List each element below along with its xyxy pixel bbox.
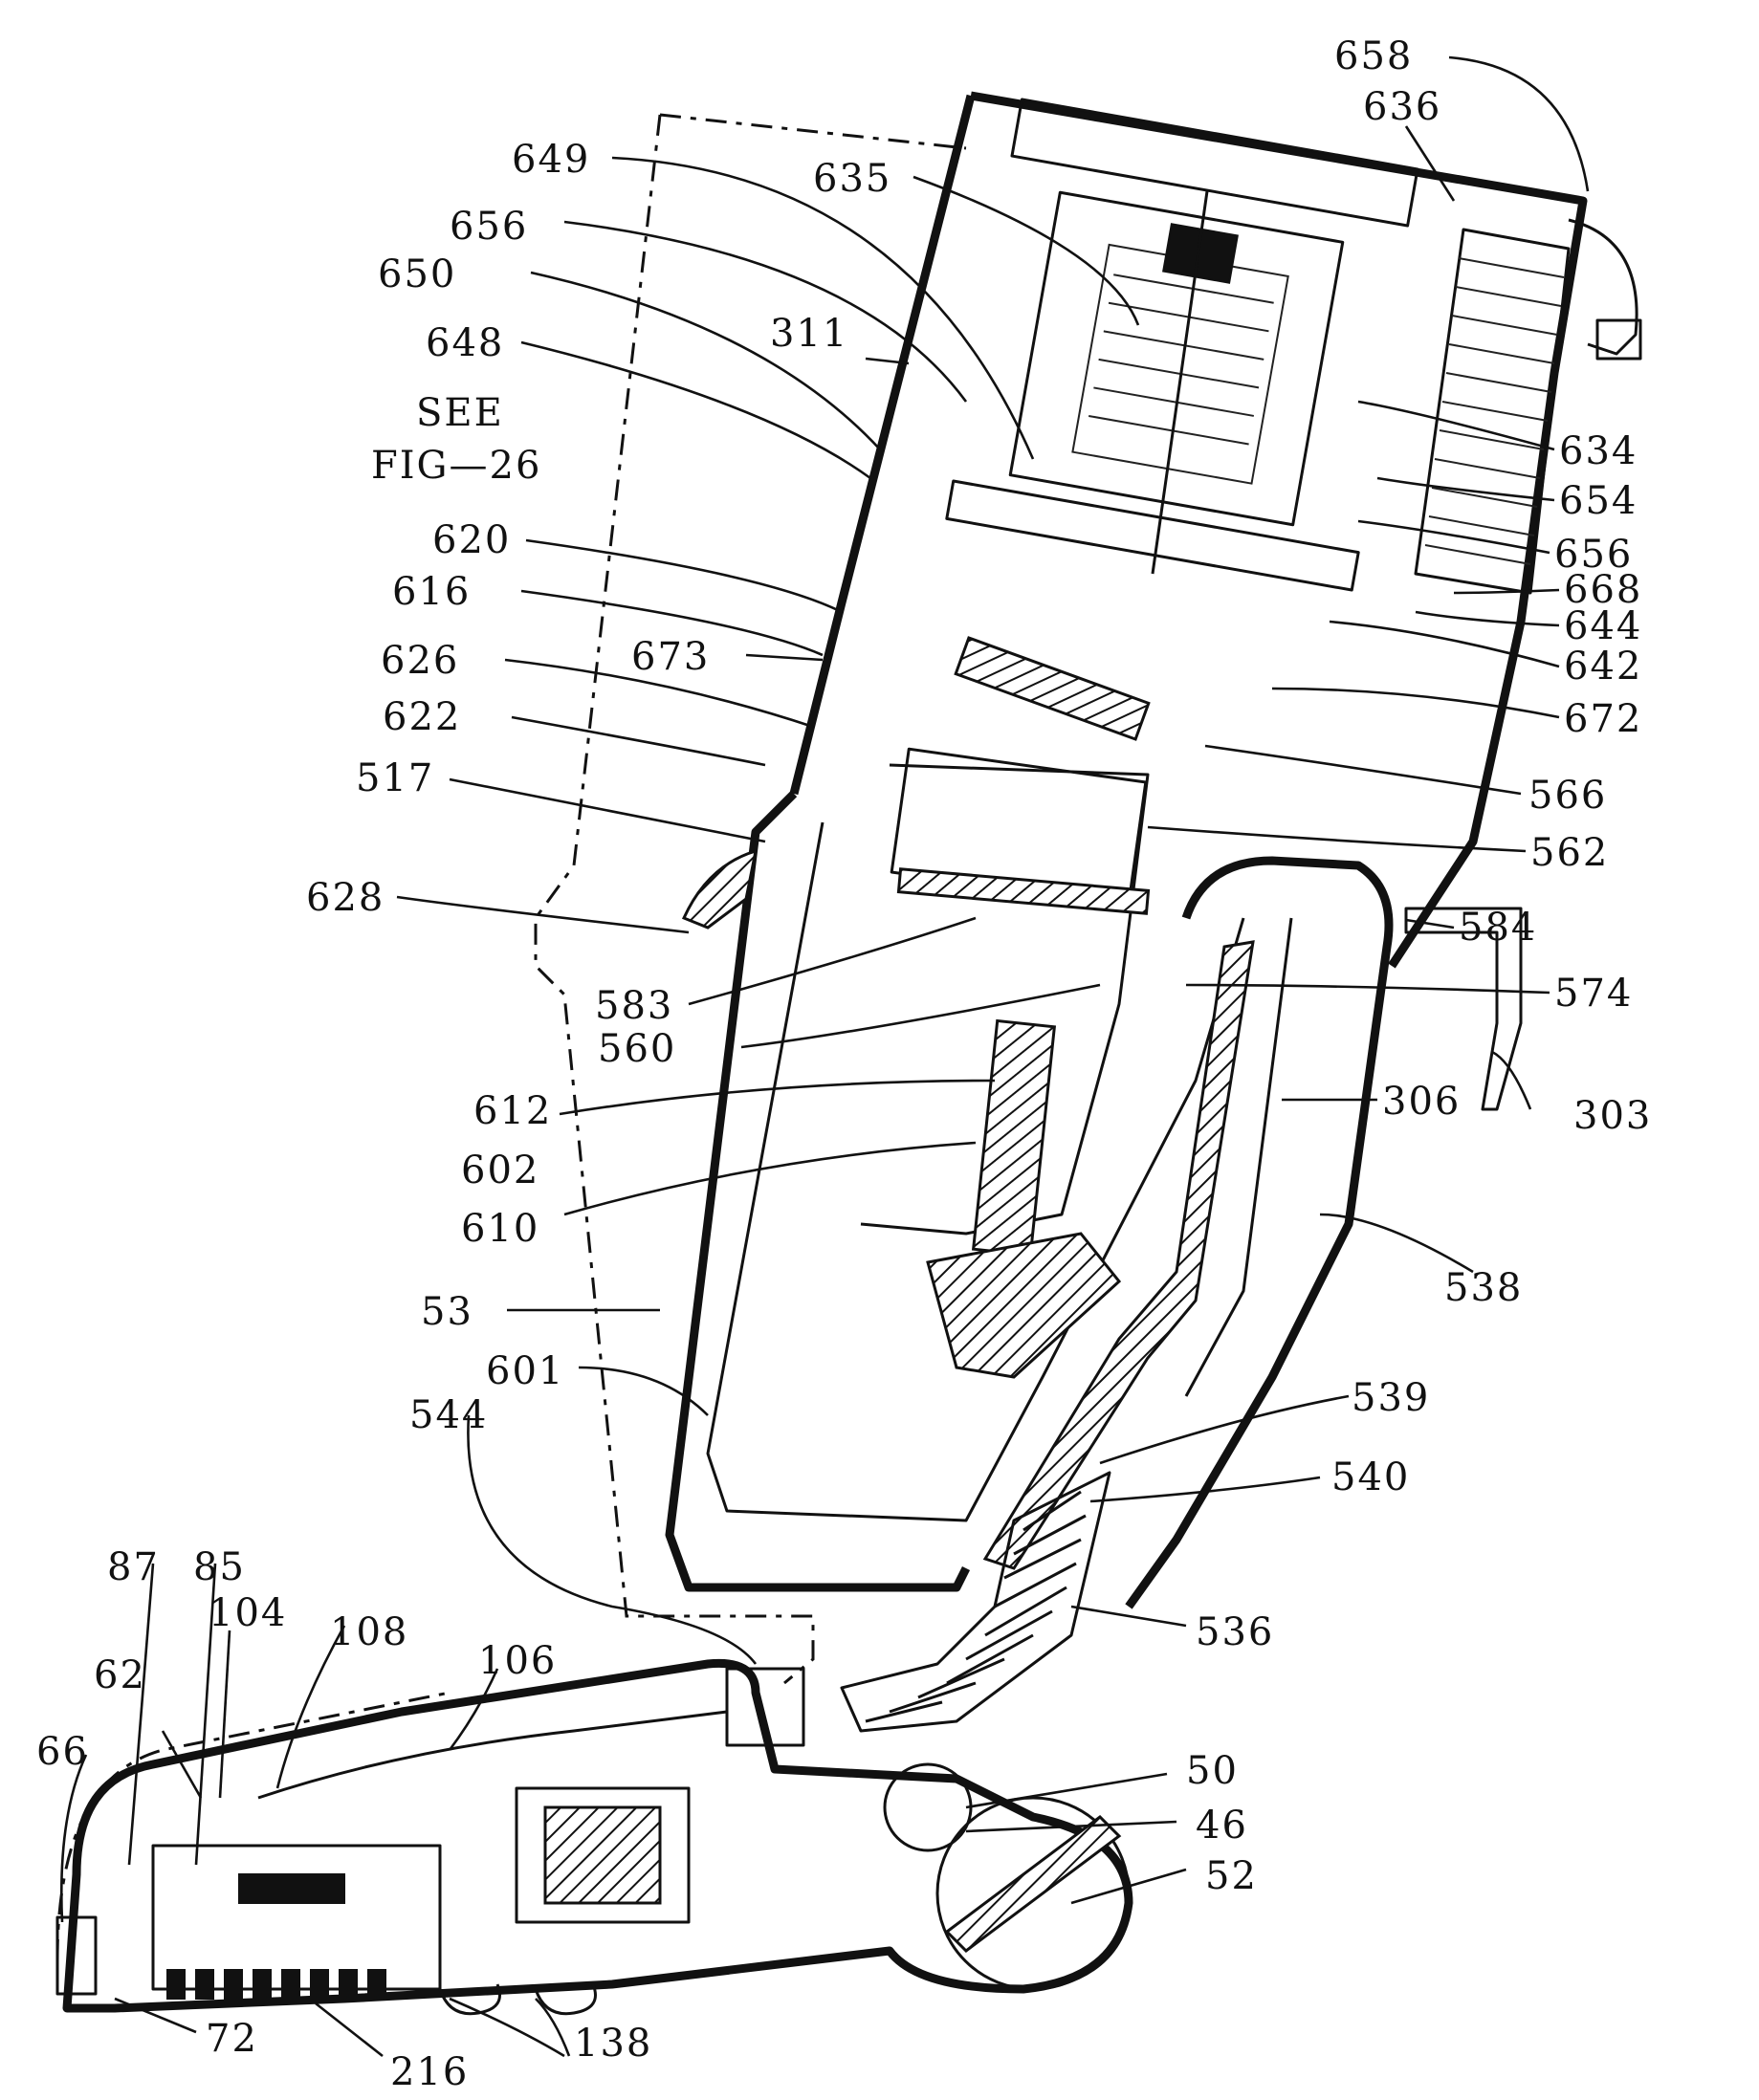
baffle-foot xyxy=(928,1234,1119,1377)
brushroll-housing xyxy=(153,1846,440,1989)
filter-screen xyxy=(898,869,1148,914)
corrugated-hose xyxy=(842,1473,1110,1731)
motor-winding xyxy=(1072,245,1287,484)
leader-lines xyxy=(61,57,1588,2056)
vacuum-cross-section xyxy=(57,96,1640,2014)
label-544: 544 xyxy=(409,1393,488,1437)
brush-bristles xyxy=(167,1970,385,1999)
label-85: 85 xyxy=(193,1545,246,1589)
label-602: 602 xyxy=(461,1148,539,1192)
label-566: 566 xyxy=(1528,774,1607,818)
label-634: 634 xyxy=(1559,429,1638,473)
label-108: 108 xyxy=(330,1610,408,1654)
label-66: 66 xyxy=(36,1730,89,1774)
label-583: 583 xyxy=(595,984,673,1028)
label-648: 648 xyxy=(426,321,504,365)
label-311: 311 xyxy=(770,312,848,356)
label-72: 72 xyxy=(206,2017,258,2061)
label-53: 53 xyxy=(421,1290,473,1334)
label-560: 560 xyxy=(598,1027,676,1071)
label-62: 62 xyxy=(94,1653,146,1697)
motor-stripes xyxy=(1088,274,1273,444)
label-616: 616 xyxy=(392,570,471,614)
dirt-cup-inner xyxy=(708,822,1243,1520)
label-306: 306 xyxy=(1382,1080,1461,1124)
label-673: 673 xyxy=(631,635,710,679)
label-649: 649 xyxy=(512,138,590,182)
label-636: 636 xyxy=(1363,85,1441,129)
label-50: 50 xyxy=(1186,1749,1239,1793)
label-536: 536 xyxy=(1196,1610,1274,1654)
label-104: 104 xyxy=(209,1591,287,1635)
upper-seal xyxy=(956,638,1149,739)
see-figure-note: SEE FIG—26 xyxy=(371,391,541,488)
label-642: 642 xyxy=(1564,645,1642,689)
label-610: 610 xyxy=(461,1207,539,1251)
label-540: 540 xyxy=(1331,1455,1410,1499)
note-line-1: SEE xyxy=(416,391,504,435)
label-601: 601 xyxy=(486,1349,564,1393)
label-138: 138 xyxy=(574,2022,652,2066)
label-87: 87 xyxy=(107,1545,160,1589)
label-672: 672 xyxy=(1564,697,1642,741)
label-658: 658 xyxy=(1334,34,1413,78)
label-538: 538 xyxy=(1444,1266,1523,1310)
label-216: 216 xyxy=(390,2050,469,2094)
label-106: 106 xyxy=(478,1639,557,1683)
label-654: 654 xyxy=(1559,479,1638,523)
label-46: 46 xyxy=(1196,1804,1248,1848)
center-baffle xyxy=(974,1021,1055,1256)
wheel-hub-plate xyxy=(947,1817,1119,1951)
label-52: 52 xyxy=(1205,1854,1258,1898)
label-626: 626 xyxy=(381,639,459,683)
brushroll-belt xyxy=(239,1874,344,1903)
label-562: 562 xyxy=(1530,831,1609,875)
label-644: 644 xyxy=(1564,604,1642,648)
label-584: 584 xyxy=(1459,906,1537,950)
brush-motor-core xyxy=(545,1807,660,1903)
label-620: 620 xyxy=(432,518,511,562)
label-635: 635 xyxy=(813,157,891,201)
base-phantom xyxy=(57,1693,450,1960)
label-303: 303 xyxy=(1573,1094,1652,1138)
label-622: 622 xyxy=(383,695,461,739)
note-line-2: FIG—26 xyxy=(371,444,541,488)
label-539: 539 xyxy=(1352,1376,1430,1420)
label-574: 574 xyxy=(1554,972,1633,1016)
label-656-upper: 656 xyxy=(450,205,528,249)
label-517: 517 xyxy=(356,756,434,800)
label-650: 650 xyxy=(378,252,456,296)
label-628: 628 xyxy=(306,876,385,920)
label-612: 612 xyxy=(473,1089,552,1133)
